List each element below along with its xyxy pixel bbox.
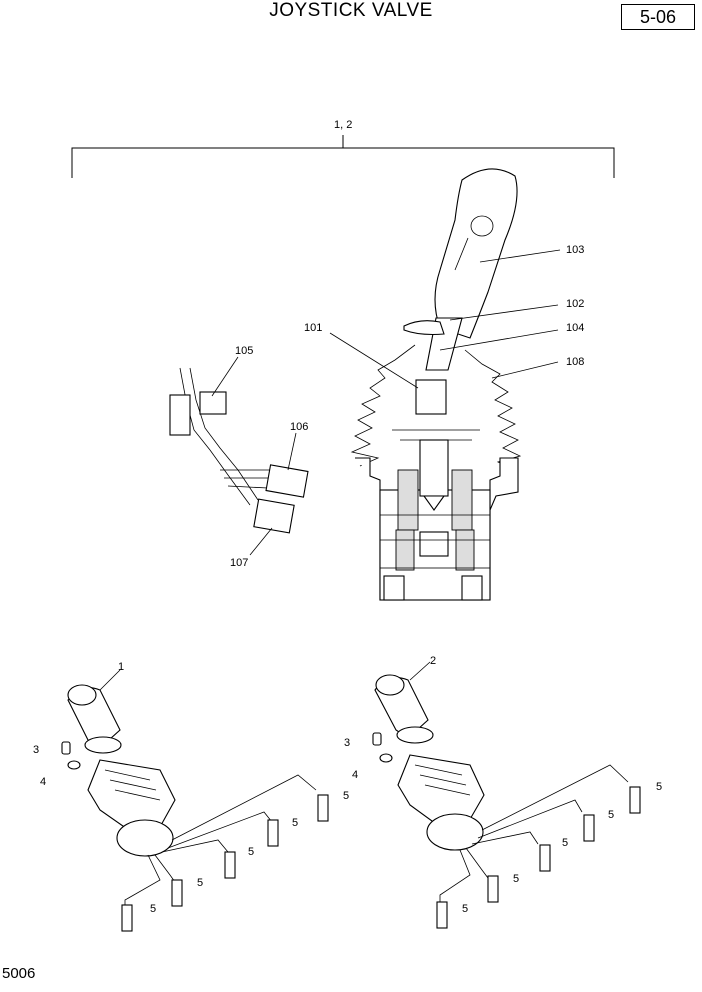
callout-5-right-e: 5 bbox=[656, 781, 662, 793]
callout-5-left-c: 5 bbox=[248, 846, 254, 858]
callout-2: 2 bbox=[430, 655, 436, 667]
callout-4-right: 4 bbox=[352, 769, 358, 781]
wiring-harness bbox=[169, 367, 309, 534]
callout-101: 101 bbox=[304, 322, 322, 334]
callout-108: 108 bbox=[566, 356, 584, 368]
fittings-right bbox=[372, 732, 641, 929]
callout-104: 104 bbox=[566, 322, 584, 334]
callout-5-left-b: 5 bbox=[197, 877, 203, 889]
page-number-box: 5-06 bbox=[621, 4, 695, 30]
assembly-bracket: 1, 2 bbox=[71, 119, 615, 178]
callout-102: 102 bbox=[566, 298, 584, 310]
callout-5-right-d: 5 bbox=[608, 809, 614, 821]
callout-5-left-e: 5 bbox=[343, 790, 349, 802]
callout-3-left: 3 bbox=[33, 744, 39, 756]
callout-5-right-c: 5 bbox=[562, 837, 568, 849]
callout-106: 106 bbox=[290, 421, 308, 433]
callout-5-right-b: 5 bbox=[513, 873, 519, 885]
footer-code: 5006 bbox=[2, 965, 36, 982]
callout-103: 103 bbox=[566, 244, 584, 256]
joystick-cross-section bbox=[350, 168, 522, 601]
callout-3-right: 3 bbox=[344, 737, 350, 749]
callout-5-right-a: 5 bbox=[462, 903, 468, 915]
callout-5-left-a: 5 bbox=[150, 903, 156, 915]
page-title: JOYSTICK VALVE bbox=[269, 0, 433, 21]
leader-lines-upper bbox=[211, 249, 561, 556]
callout-1: 1 bbox=[118, 661, 124, 673]
callout-107: 107 bbox=[230, 557, 248, 569]
callout-5-left-d: 5 bbox=[292, 817, 298, 829]
joystick-assembly-2 bbox=[374, 674, 629, 910]
callout-1-2: 1, 2 bbox=[334, 119, 352, 131]
callout-4-left: 4 bbox=[40, 776, 46, 788]
fittings-left bbox=[61, 741, 329, 932]
joystick-assembly-1 bbox=[67, 684, 317, 915]
callout-105: 105 bbox=[235, 345, 253, 357]
